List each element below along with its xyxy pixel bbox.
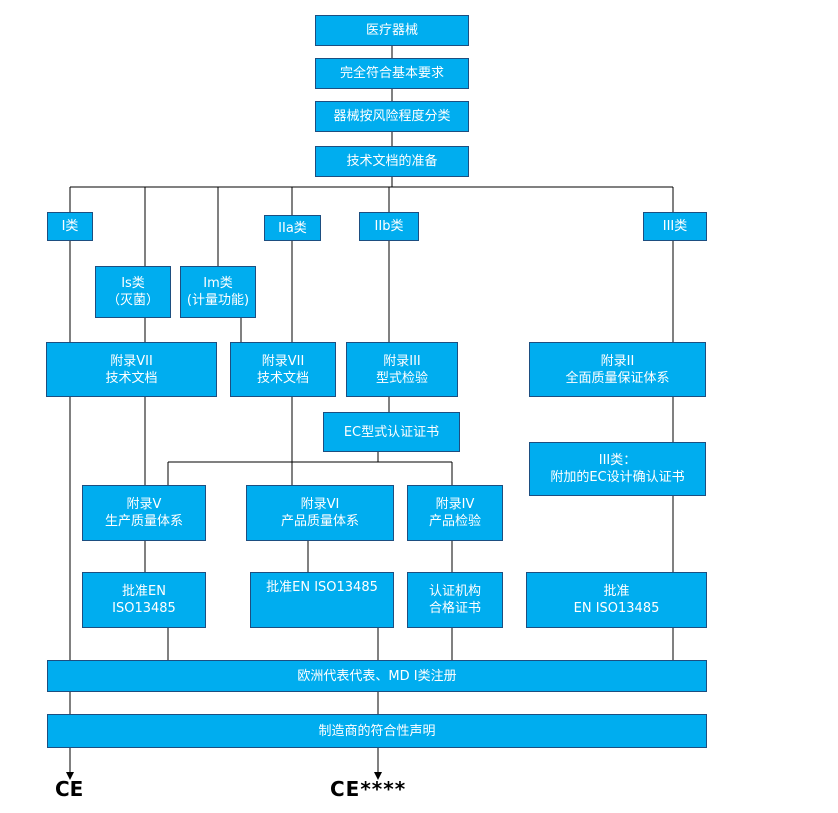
node-label: 器械按风险程度分类 [333,109,451,124]
node-approve-en-1: 批准EN ISO13485 [82,572,206,628]
node-label: 技术文档的准备 [346,154,438,169]
node-eu-rep: 欧洲代表代表、MD I类注册 [47,660,707,692]
node-label-line1: 认证机构 [428,584,481,599]
node-notified-body-cert: 认证机构 合格证书 [407,572,503,628]
node-label: 完全符合基本要求 [339,66,444,81]
node-annex-III: 附录III 型式检验 [346,342,458,397]
node-label-line1: 附录VII [110,353,153,369]
node-annex-VII-left: 附录VII 技术文档 [46,342,217,397]
node-class-III: III类 [643,212,707,241]
node-label: 批准EN ISO13485 [266,580,378,595]
node-label-line2: 全面质量保证体系 [565,370,670,386]
node-label-line1: 附录III [383,353,421,369]
node-label: I类 [61,219,79,234]
node-approve-en-2: 批准EN ISO13485 [250,572,394,628]
node-label-line2: 产品质量体系 [280,514,359,529]
node-class-IIb: IIb类 [359,212,419,241]
node-annex-VII-mid: 附录VII 技术文档 [230,342,336,397]
node-essential-requirements: 完全符合基本要求 [315,58,469,89]
node-annex-V: 附录V 生产质量体系 [82,485,206,541]
node-label: 医疗器械 [365,23,418,38]
node-label-line1: 批准EN [122,584,166,599]
node-label-line1: 附录VII [261,353,305,369]
node-label-line1: 附录IV [435,497,475,512]
node-label-line2: 技术文档 [105,370,158,386]
node-label: 欧洲代表代表、MD I类注册 [297,668,457,684]
node-class-Is: Is类 （灭菌） [95,266,171,318]
ce-mark-left: CE [55,777,84,801]
node-label-line2: ISO13485 [112,601,176,616]
node-label: III类 [662,219,688,234]
node-label-line2: 附加的EC设计确认证书 [550,470,685,485]
node-label-line2: （灭菌） [106,293,159,308]
node-medical-device: 医疗器械 [315,15,469,46]
node-label-line1: 附录II [600,353,635,369]
node-label: IIa类 [278,220,307,236]
node-label-line2: 合格证书 [428,601,481,616]
node-label: EC型式认证证书 [343,424,440,440]
node-label-line2: 技术文档 [256,370,309,386]
node-annex-II: 附录II 全面质量保证体系 [529,342,706,397]
node-label-line1: Im类 [203,276,233,291]
node-class-I: I类 [47,212,93,241]
node-class-IIa: IIa类 [264,215,321,241]
node-ec-type-cert: EC型式认证证书 [323,412,460,452]
node-label: 制造商的符合性声明 [318,723,436,739]
node-approve-en-3: 批准 EN ISO13485 [526,572,707,628]
ce-mark-right: CE**** [330,777,407,801]
node-annex-IV: 附录IV 产品检验 [407,485,503,541]
node-label-line2: (计量功能) [186,293,250,308]
node-class-III-design: III类： 附加的EC设计确认证书 [529,442,706,496]
node-annex-VI: 附录VI 产品质量体系 [246,485,394,541]
node-declaration: 制造商的符合性声明 [47,714,707,748]
node-classify-by-risk: 器械按风险程度分类 [315,101,469,132]
node-label-line2: 产品检验 [428,514,481,529]
node-label-line1: 附录V [126,497,162,512]
node-label-line1: 附录VI [300,497,340,512]
node-tech-doc-prep: 技术文档的准备 [315,146,469,177]
node-label-line2: EN ISO13485 [573,601,660,616]
node-label-line1: Is类 [121,276,145,291]
node-label-line1: 批准 [603,584,630,599]
node-label: IIb类 [374,219,404,234]
node-label-line2: 型式检验 [375,370,428,386]
node-class-Im: Im类 (计量功能) [180,266,256,318]
node-label-line2: 生产质量体系 [104,514,183,529]
node-label-line1: III类： [598,453,637,468]
